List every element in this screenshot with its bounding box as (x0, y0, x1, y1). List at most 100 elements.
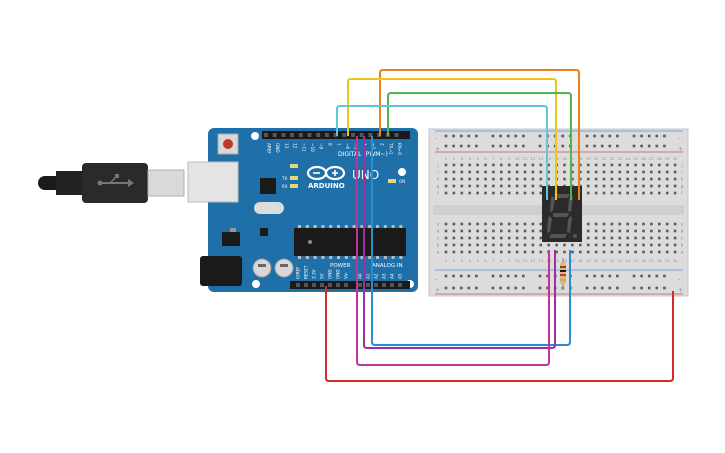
usb-cable[interactable] (38, 163, 185, 203)
breadboard-hole[interactable] (468, 170, 471, 174)
breadboard-hole[interactable] (634, 191, 637, 195)
breadboard-hole[interactable] (673, 191, 677, 195)
breadboard-hole[interactable] (571, 170, 574, 174)
breadboard-hole[interactable] (618, 222, 622, 226)
rail-hole[interactable] (499, 134, 502, 138)
rail-hole[interactable] (506, 134, 510, 138)
breadboard-hole[interactable] (610, 222, 614, 226)
breadboard-hole[interactable] (602, 229, 606, 233)
breadboard-hole[interactable] (650, 163, 653, 167)
power-pin-hole[interactable] (390, 283, 394, 287)
rail-hole[interactable] (585, 134, 589, 138)
breadboard-hole[interactable] (531, 163, 535, 167)
breadboard-hole[interactable] (634, 250, 637, 254)
breadboard-hole[interactable] (476, 243, 479, 247)
rail-hole[interactable] (499, 286, 502, 290)
breadboard-hole[interactable] (610, 170, 614, 174)
breadboard-hole[interactable] (642, 222, 645, 226)
rail-hole[interactable] (452, 286, 455, 290)
rail-hole[interactable] (522, 144, 525, 148)
rail-hole[interactable] (585, 286, 589, 290)
rail-hole[interactable] (647, 286, 651, 290)
breadboard-hole[interactable] (563, 163, 566, 167)
breadboard-hole[interactable] (602, 243, 606, 247)
breadboard-hole[interactable] (515, 222, 519, 226)
breadboard-hole[interactable] (602, 191, 606, 195)
breadboard-hole[interactable] (618, 191, 622, 195)
breadboard-hole[interactable] (658, 250, 661, 254)
rail-hole[interactable] (647, 134, 651, 138)
digital-pin-hole[interactable] (264, 133, 268, 137)
breadboard-hole[interactable] (492, 191, 495, 195)
breadboard-hole[interactable] (444, 184, 448, 188)
breadboard-hole[interactable] (507, 191, 511, 195)
digital-pin-hole[interactable] (394, 133, 399, 137)
breadboard-hole[interactable] (555, 250, 558, 254)
rail-hole[interactable] (640, 134, 643, 138)
breadboard-hole[interactable] (531, 170, 535, 174)
rail-hole[interactable] (663, 286, 666, 290)
breadboard-hole[interactable] (610, 177, 614, 181)
power-pin-hole[interactable] (296, 283, 300, 287)
digital-pin-hole[interactable] (298, 133, 303, 137)
power-pin-hole[interactable] (374, 283, 378, 287)
breadboard-hole[interactable] (531, 243, 535, 247)
rail-hole[interactable] (444, 134, 448, 138)
breadboard-hole[interactable] (484, 222, 487, 226)
breadboard-hole[interactable] (452, 236, 456, 240)
rail-hole[interactable] (467, 274, 471, 278)
breadboard-hole[interactable] (531, 236, 535, 240)
breadboard-hole[interactable] (476, 250, 479, 254)
breadboard-hole[interactable] (602, 163, 606, 167)
power-pin-hole[interactable] (344, 283, 348, 287)
digital-pin-hole[interactable] (351, 133, 355, 137)
breadboard-hole[interactable] (634, 184, 637, 188)
breadboard-hole[interactable] (650, 243, 653, 247)
breadboard-hole[interactable] (452, 184, 456, 188)
breadboard-hole[interactable] (500, 222, 503, 226)
breadboard-hole[interactable] (484, 236, 487, 240)
breadboard-hole[interactable] (571, 163, 574, 167)
breadboard-hole[interactable] (658, 243, 661, 247)
breadboard-hole[interactable] (658, 236, 661, 240)
breadboard-hole[interactable] (507, 184, 511, 188)
breadboard-hole[interactable] (452, 250, 456, 254)
rail-hole[interactable] (632, 274, 636, 278)
breadboard-hole[interactable] (444, 177, 448, 181)
breadboard-hole[interactable] (531, 177, 535, 181)
breadboard-hole[interactable] (586, 184, 590, 188)
rail-hole[interactable] (616, 286, 619, 290)
breadboard-hole[interactable] (523, 184, 527, 188)
breadboard-hole[interactable] (476, 170, 479, 174)
breadboard-hole[interactable] (460, 236, 464, 240)
rail-hole[interactable] (491, 274, 495, 278)
breadboard-hole[interactable] (673, 177, 677, 181)
breadboard-hole[interactable] (658, 222, 661, 226)
breadboard-hole[interactable] (539, 243, 543, 247)
breadboard-hole[interactable] (547, 243, 550, 247)
rail-hole[interactable] (608, 286, 612, 290)
rail-hole[interactable] (514, 134, 518, 138)
breadboard-hole[interactable] (492, 184, 495, 188)
rail-hole[interactable] (475, 274, 478, 278)
breadboard-hole[interactable] (515, 163, 519, 167)
breadboard-hole[interactable] (476, 191, 479, 195)
power-pin-hole[interactable] (304, 283, 308, 287)
power-pin-hole[interactable] (328, 283, 332, 287)
breadboard-hole[interactable] (665, 184, 669, 188)
breadboard-hole[interactable] (650, 229, 653, 233)
breadboard-hole[interactable] (650, 236, 653, 240)
rail-hole[interactable] (506, 144, 510, 148)
breadboard-hole[interactable] (507, 243, 511, 247)
breadboard-hole[interactable] (500, 236, 503, 240)
rail-hole[interactable] (655, 134, 659, 138)
breadboard-hole[interactable] (531, 250, 535, 254)
rail-hole[interactable] (499, 144, 502, 148)
breadboard-hole[interactable] (586, 177, 590, 181)
breadboard-hole[interactable] (507, 177, 511, 181)
breadboard-hole[interactable] (468, 222, 471, 226)
breadboard-hole[interactable] (673, 222, 677, 226)
breadboard-hole[interactable] (650, 250, 653, 254)
rail-hole[interactable] (499, 274, 502, 278)
breadboard-hole[interactable] (618, 229, 622, 233)
